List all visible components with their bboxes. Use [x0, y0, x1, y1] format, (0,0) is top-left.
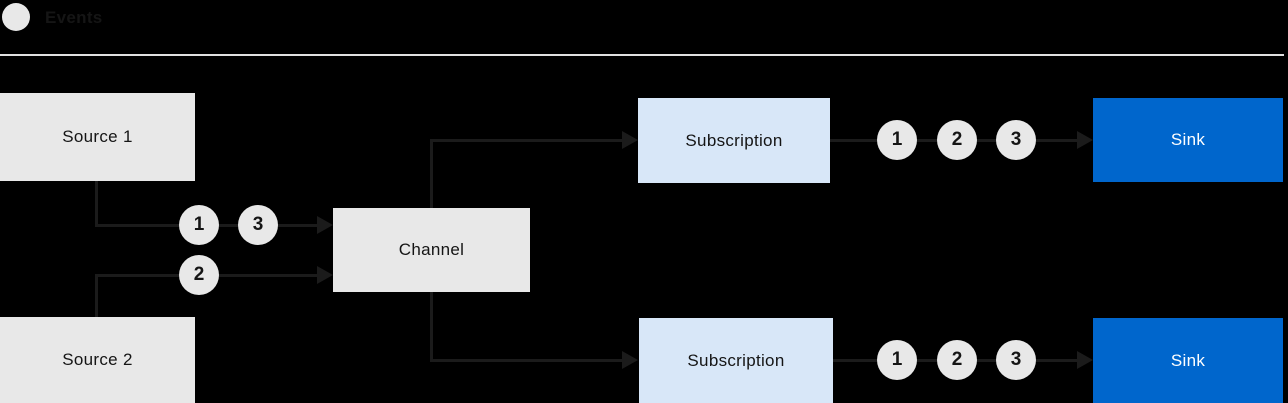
- arrow-right-icon: [622, 351, 638, 369]
- connector-channel-subscription2-horizontal: [430, 359, 624, 362]
- legend-divider: [0, 54, 1284, 56]
- node-label: Sink: [1170, 130, 1206, 149]
- arrow-right-icon: [317, 216, 333, 234]
- event-circle: 1: [179, 205, 219, 245]
- event-circle: 3: [996, 120, 1036, 160]
- arrow-right-icon: [1077, 351, 1093, 369]
- event-legend-icon: [2, 3, 30, 31]
- connector-channel-subscription1-vertical: [430, 139, 433, 208]
- event-circle: 2: [937, 340, 977, 380]
- node-label: Subscription: [687, 350, 785, 370]
- event-circle: 1: [877, 340, 917, 380]
- node-sink1: Sink: [1093, 98, 1283, 182]
- node-subscription2: Subscription: [639, 318, 833, 403]
- node-label: Subscription: [685, 130, 783, 150]
- arrow-right-icon: [317, 266, 333, 284]
- arrow-right-icon: [1077, 131, 1093, 149]
- node-sink2: Sink: [1093, 318, 1283, 403]
- node-label: Sink: [1170, 350, 1206, 370]
- node-subscription1: Subscription: [638, 98, 830, 183]
- arrow-right-icon: [622, 131, 638, 149]
- node-channel: Channel: [333, 208, 530, 292]
- connector-channel-subscription1-horizontal: [430, 139, 624, 142]
- event-circle: 2: [179, 255, 219, 295]
- node-source2: Source 2: [0, 317, 195, 403]
- connector-channel-subscription2-vertical: [430, 292, 433, 362]
- node-source1: Source 1: [0, 93, 195, 181]
- legend-label: Events: [45, 8, 103, 27]
- event-circle: 1: [877, 120, 917, 160]
- event-circle: 2: [937, 120, 977, 160]
- node-label: Channel: [398, 240, 465, 259]
- event-circle: 3: [996, 340, 1036, 380]
- node-label: Source 2: [62, 350, 133, 369]
- node-label: Source 1: [62, 127, 133, 146]
- event-circle: 3: [238, 205, 278, 245]
- connector-source2-channel-vertical: [95, 274, 98, 317]
- connector-source1-channel-vertical: [95, 181, 98, 227]
